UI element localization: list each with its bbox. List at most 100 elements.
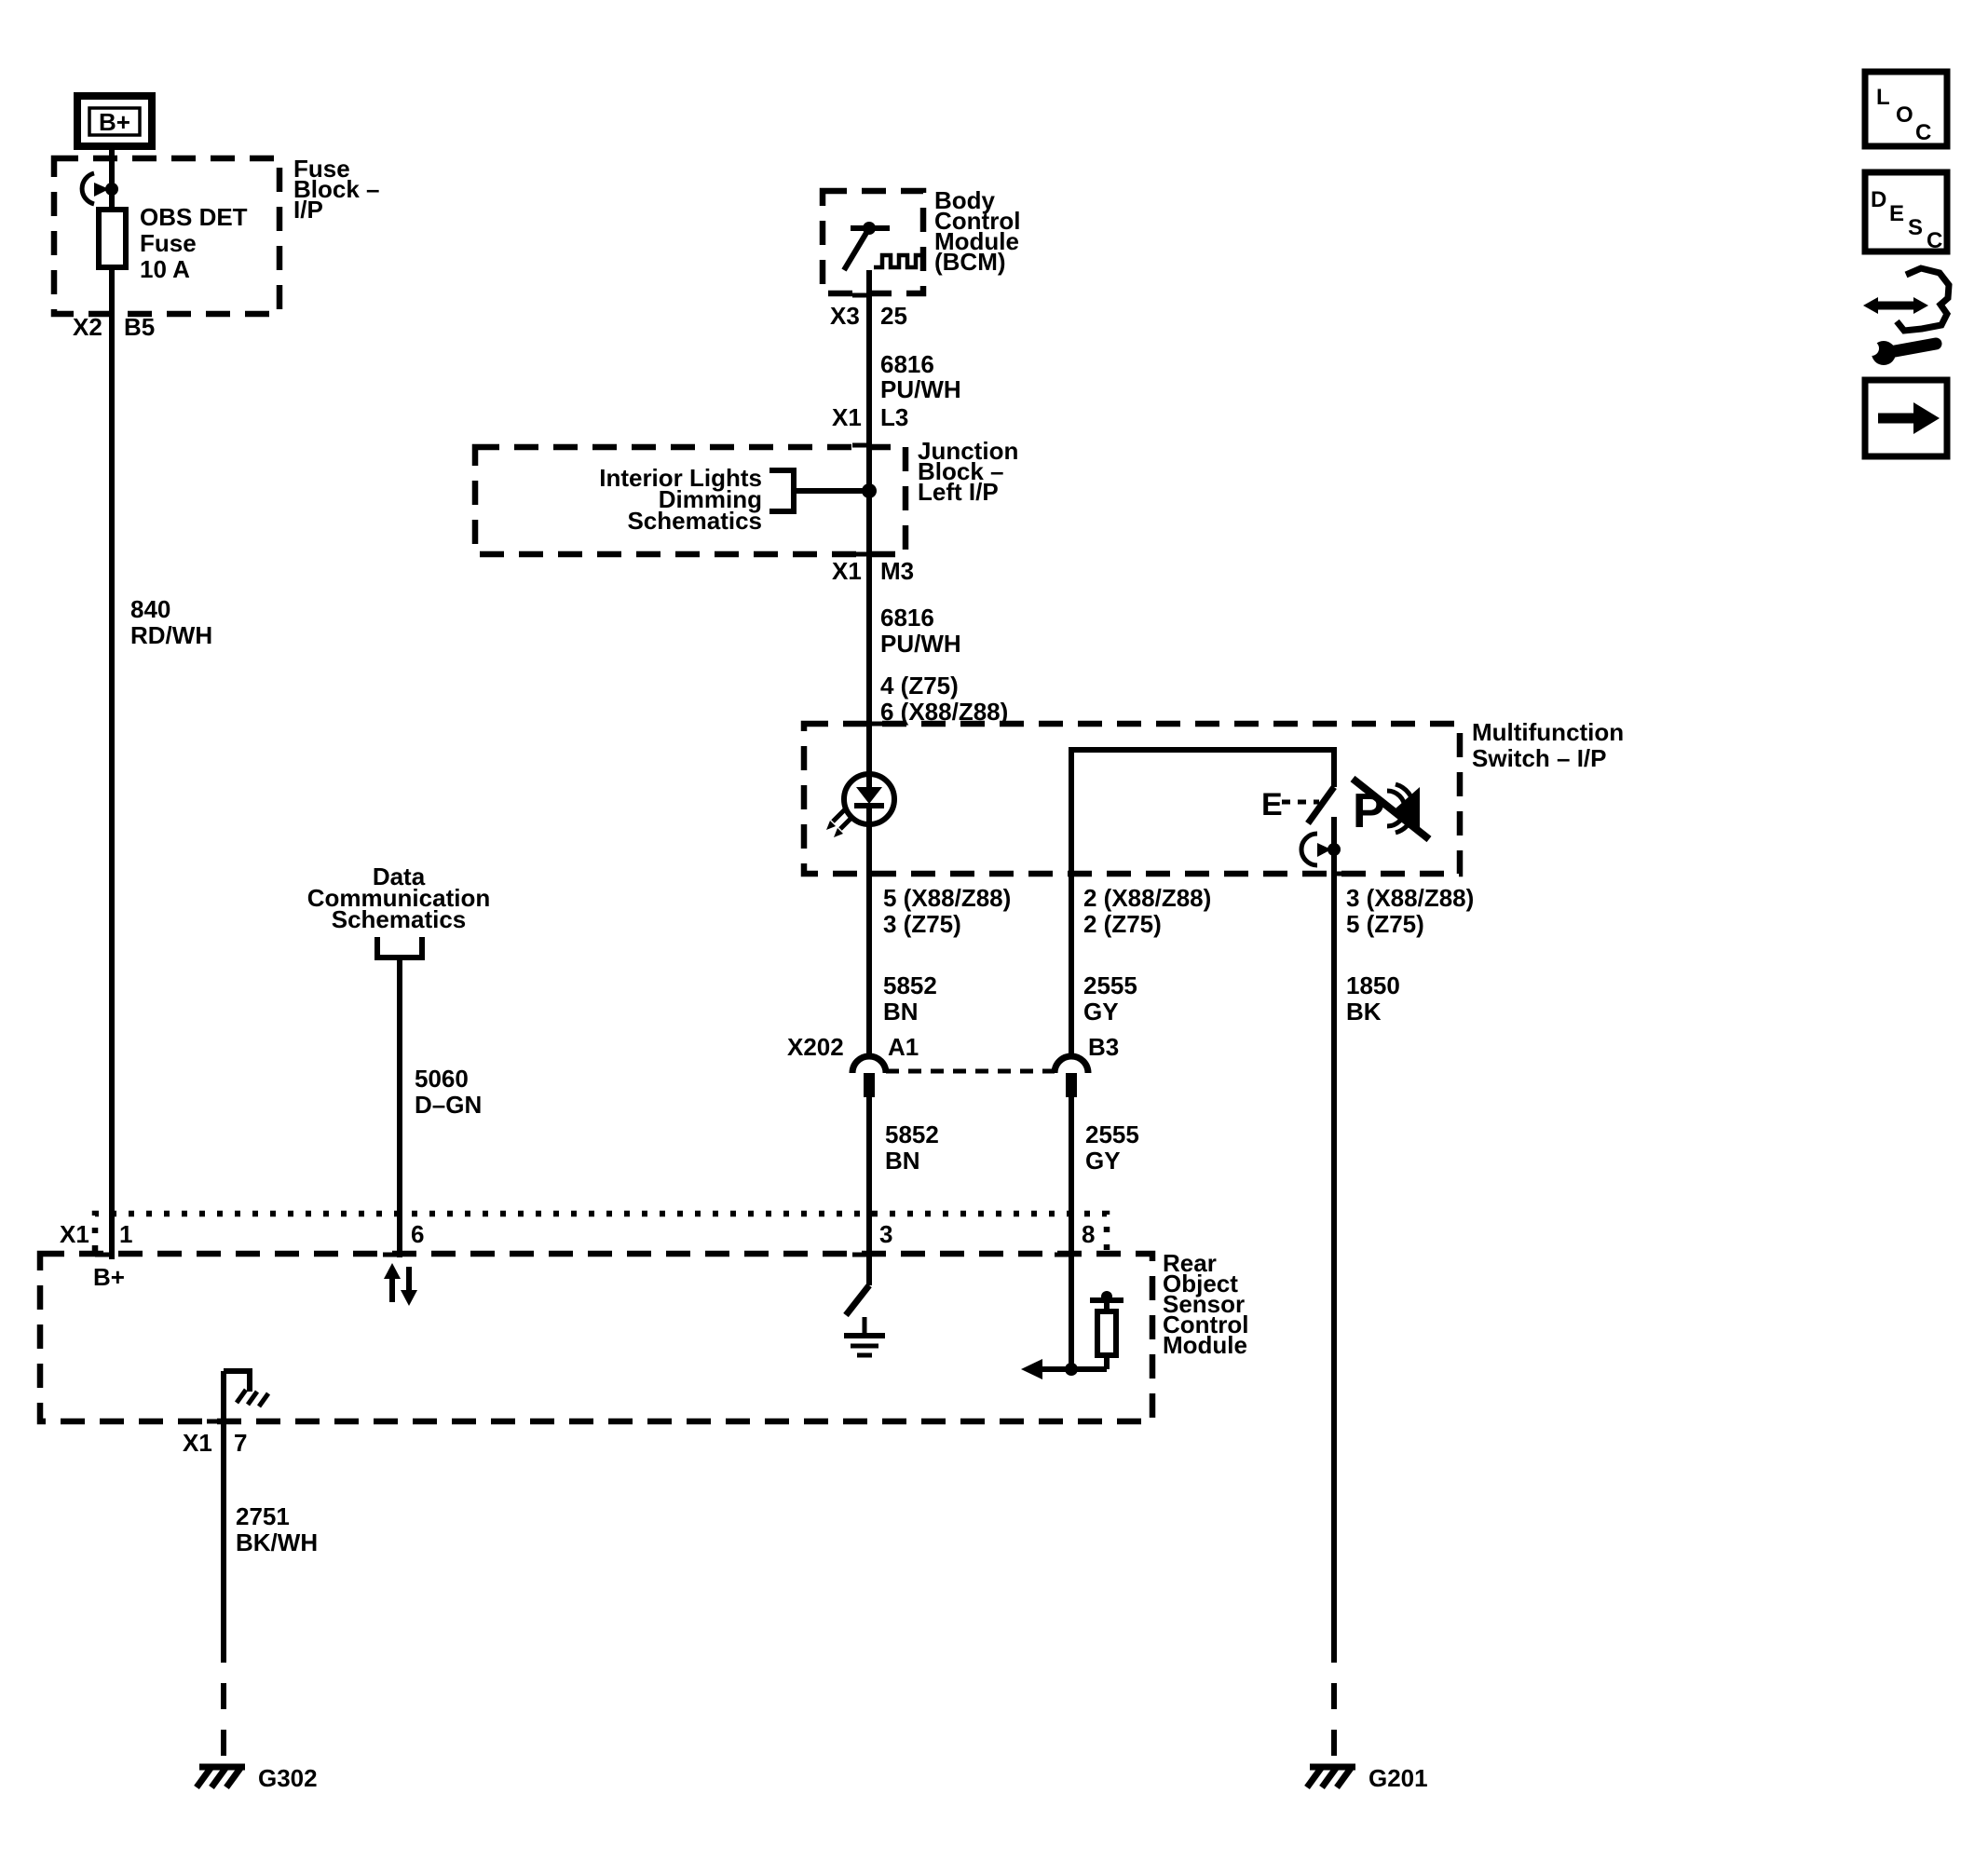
desc-letter-c: C [1927,228,1942,253]
wire-label-pu-wh-2: PU/WH [880,630,961,658]
wire-label-bk: BK [1346,998,1382,1026]
wire-switch-branch [1069,747,1337,1056]
connector-x1-bottom: X1 [832,557,862,585]
resistance-squiggle-icon [874,252,923,270]
b-plus-power-box [74,92,156,150]
reference-bracket [374,937,425,960]
junction-block-name-2: Block – [918,457,1004,485]
loc-letter-o: O [1896,102,1913,128]
chassis-hatch-1 [1304,1764,1325,1790]
loc-button-box[interactable] [1861,68,1951,150]
fuse-block-name-2: Block – [293,175,380,203]
terminal-clip-icon [79,170,95,207]
led-light-ray-icon-2 [831,808,847,823]
wire-label-pu-wh: PU/WH [880,375,961,403]
junction-dot [1065,1363,1078,1376]
pin-7: 7 [234,1429,247,1457]
serial-data-arrows-icon [384,1263,417,1306]
pin-b5: B5 [124,313,155,341]
fuse-name: OBS DET [140,203,248,231]
pin-label-led: 5 (X88/Z88) [883,884,1011,912]
wire-label-bn-2: BN [885,1147,920,1175]
wire-label-rd-wh: RD/WH [130,621,212,649]
led-light-ray-arrowhead [834,828,843,837]
repair-tool-icon[interactable] [1863,265,1953,365]
module-name-5: Module [1163,1331,1247,1359]
data-comm-reference-link-2[interactable]: Communication [307,884,490,912]
chassis-hatch-3 [256,1392,271,1408]
pin-6: 6 [411,1220,424,1248]
fuse-block-name-3: I/P [293,196,323,224]
module-name-2: Object [1163,1270,1238,1297]
desc-letter-s: S [1908,215,1923,240]
loc-letter-l: L [1876,85,1890,110]
pin-label-signal: 2 (X88/Z88) [1083,884,1211,912]
sound-cone [1396,787,1420,830]
desc-letter-e: E [1889,201,1904,226]
reference-bracket [769,468,797,514]
ground-label-g201: G201 [1368,1764,1428,1792]
chassis-hatch-2 [209,1764,229,1790]
wire-label-5852: 5852 [883,971,937,999]
power-feed-circuit: B+ OBS DET Fuse 10 A Fuse Block – I/P X2… [50,92,380,1259]
pin-l3: L3 [880,403,908,431]
wire-label-bk-wh: BK/WH [236,1528,318,1556]
park-assist-off-icon: P [1350,775,1432,843]
chassis-hatch-2 [245,1390,260,1406]
resistor-top-dot [1101,1291,1112,1302]
ground-label-g302: G302 [258,1764,318,1792]
resistor-icon [1095,1309,1119,1358]
wire-label-840: 840 [130,595,170,623]
connector-x2: X2 [73,313,102,341]
arrow-up-head [384,1263,401,1279]
desc-letter-d: D [1871,187,1886,212]
loc-letter-c: C [1915,120,1931,145]
data-comm-reference-link[interactable]: Data [373,863,426,890]
desc-button-box[interactable] [1861,169,1951,255]
bcm-dashed-box [819,187,927,297]
pin-3: 3 [879,1220,892,1248]
component-outline [1894,265,1953,334]
data-comm-reference-link-3[interactable]: Schematics [332,905,467,933]
ground-branch [224,1368,252,1392]
pin-m3: M3 [880,557,914,585]
module-name-4: Control [1163,1311,1248,1338]
ground-g302: G302 [194,1637,318,1792]
wire-label-1850: 1850 [1346,971,1400,999]
next-arrow-button[interactable] [1861,376,1951,460]
rear-object-sensor-control-module: X1 1 6 3 8 B+ [36,1210,1248,1637]
chassis-hatch-1 [194,1764,214,1790]
wire-label-6816-2: 6816 [880,604,934,632]
fuse-block-ip: OBS DET Fuse 10 A Fuse Block – I/P X2 B5 [50,155,380,341]
wire-label-2555-2: 2555 [1085,1121,1139,1148]
ground-g201: G201 [1304,1637,1428,1792]
arrow-down-head [401,1290,417,1306]
chassis-hatch-1 [234,1388,249,1405]
pin-25: 25 [880,302,907,330]
bcm-name-2: Control [934,207,1020,235]
wire-label-dgn: D–GN [415,1091,482,1119]
led-light-ray-arrowhead-2 [826,821,836,830]
pin-1: 1 [119,1220,132,1248]
interior-lights-reference-link-2[interactable]: Dimming [659,485,762,513]
interior-lights-reference-link[interactable]: Interior Lights [599,464,762,492]
wire-label-gy: GY [1083,998,1119,1026]
desc-button[interactable]: D E S C [1861,169,1951,255]
loc-button[interactable]: L O C [1861,68,1951,150]
junction-block-dashed-box [471,443,909,558]
internal-sensor-input [1021,1252,1123,1379]
pin-label-led-2: 3 (Z75) [883,910,961,938]
pin-b3: B3 [1088,1033,1119,1061]
fuse-block-name: Fuse [293,155,350,183]
fuse-name-2: Fuse [140,229,197,257]
wire-label-6816: 6816 [880,350,934,378]
junction-dot [105,183,118,196]
b-plus-power-box-inner [88,106,142,137]
connector-x202: X202 [787,1033,844,1061]
internal-switch-to-ground [843,1252,885,1358]
pin-label-ground-2: 5 (Z75) [1346,910,1424,938]
terminal-clip-arrow-icon [94,183,109,197]
multifunction-switch-name-2: Switch – I/P [1472,744,1607,772]
interior-lights-reference-link-3[interactable]: Schematics [627,507,762,535]
